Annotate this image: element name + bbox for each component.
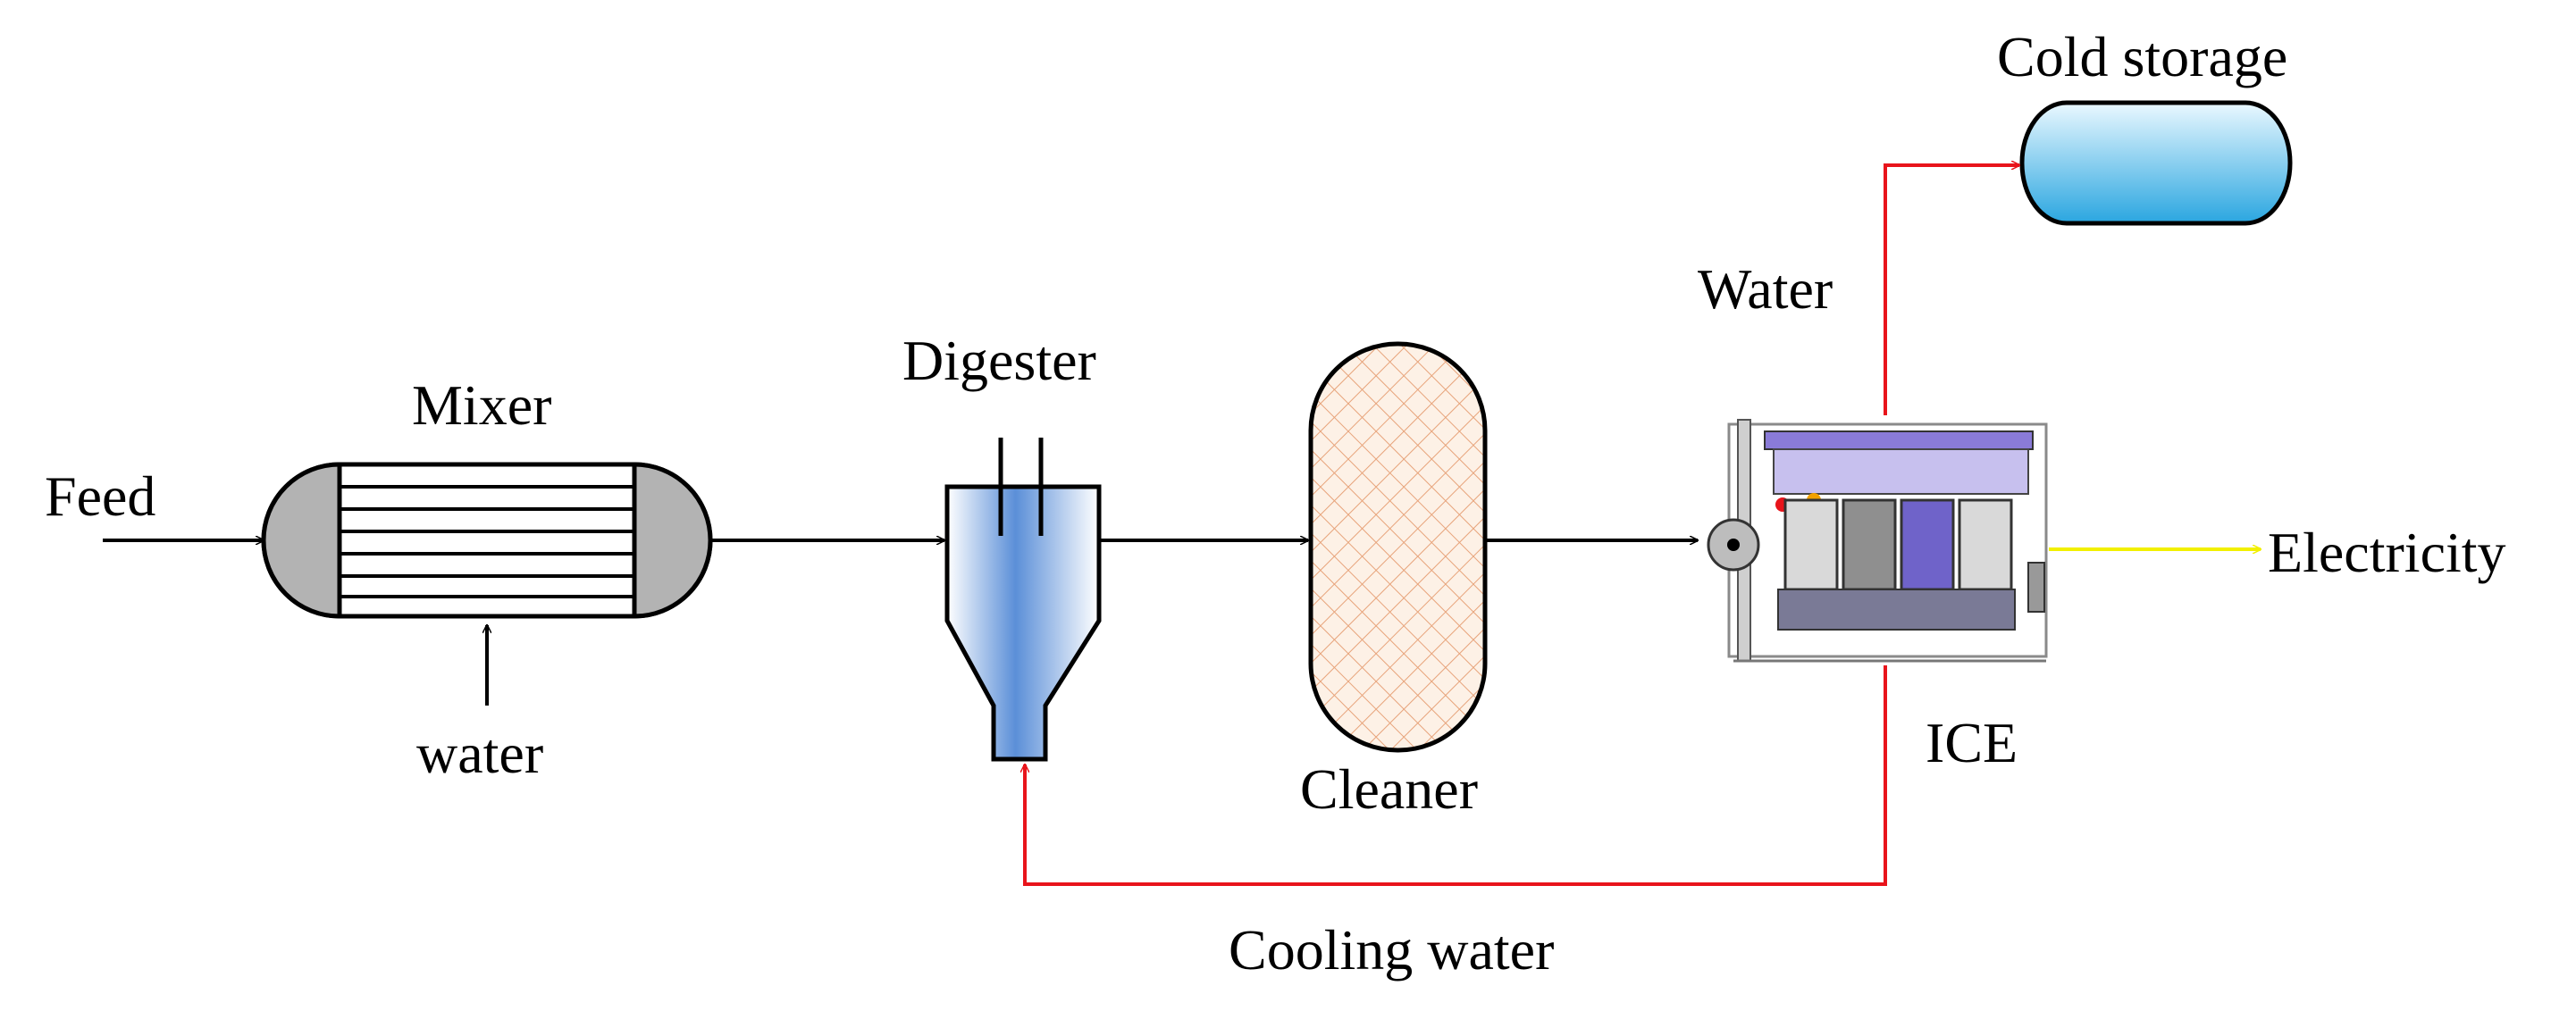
cold-storage-label: Cold storage bbox=[1997, 25, 2287, 88]
mixer-vessel bbox=[261, 462, 713, 619]
water-to-storage bbox=[1884, 165, 2019, 415]
water-output-label: Water bbox=[1698, 257, 1833, 321]
mixer-label: Mixer bbox=[412, 373, 551, 437]
feed-label: Feed bbox=[45, 464, 155, 528]
engine-icon bbox=[1707, 419, 2048, 663]
cleaner-label: Cleaner bbox=[1300, 757, 1478, 821]
water-input-label: water bbox=[416, 722, 543, 785]
cooling-water-label: Cooling water bbox=[1229, 918, 1554, 982]
digester-vessel bbox=[944, 438, 1102, 762]
cooling-water-return bbox=[1025, 665, 1887, 886]
ice-label: ICE bbox=[1926, 711, 2018, 774]
mixer-right-cap bbox=[632, 462, 713, 619]
digester-label: Digester bbox=[902, 329, 1096, 392]
main-flow-lines bbox=[103, 540, 1698, 706]
mixer-tubes bbox=[340, 485, 634, 598]
cold-storage-tank bbox=[2019, 100, 2293, 226]
water-loop-lines bbox=[1025, 165, 2019, 886]
cleaner-vessel bbox=[1308, 341, 1488, 753]
electricity-label: Electricity bbox=[2268, 521, 2506, 584]
mixer-left-cap bbox=[261, 462, 342, 619]
